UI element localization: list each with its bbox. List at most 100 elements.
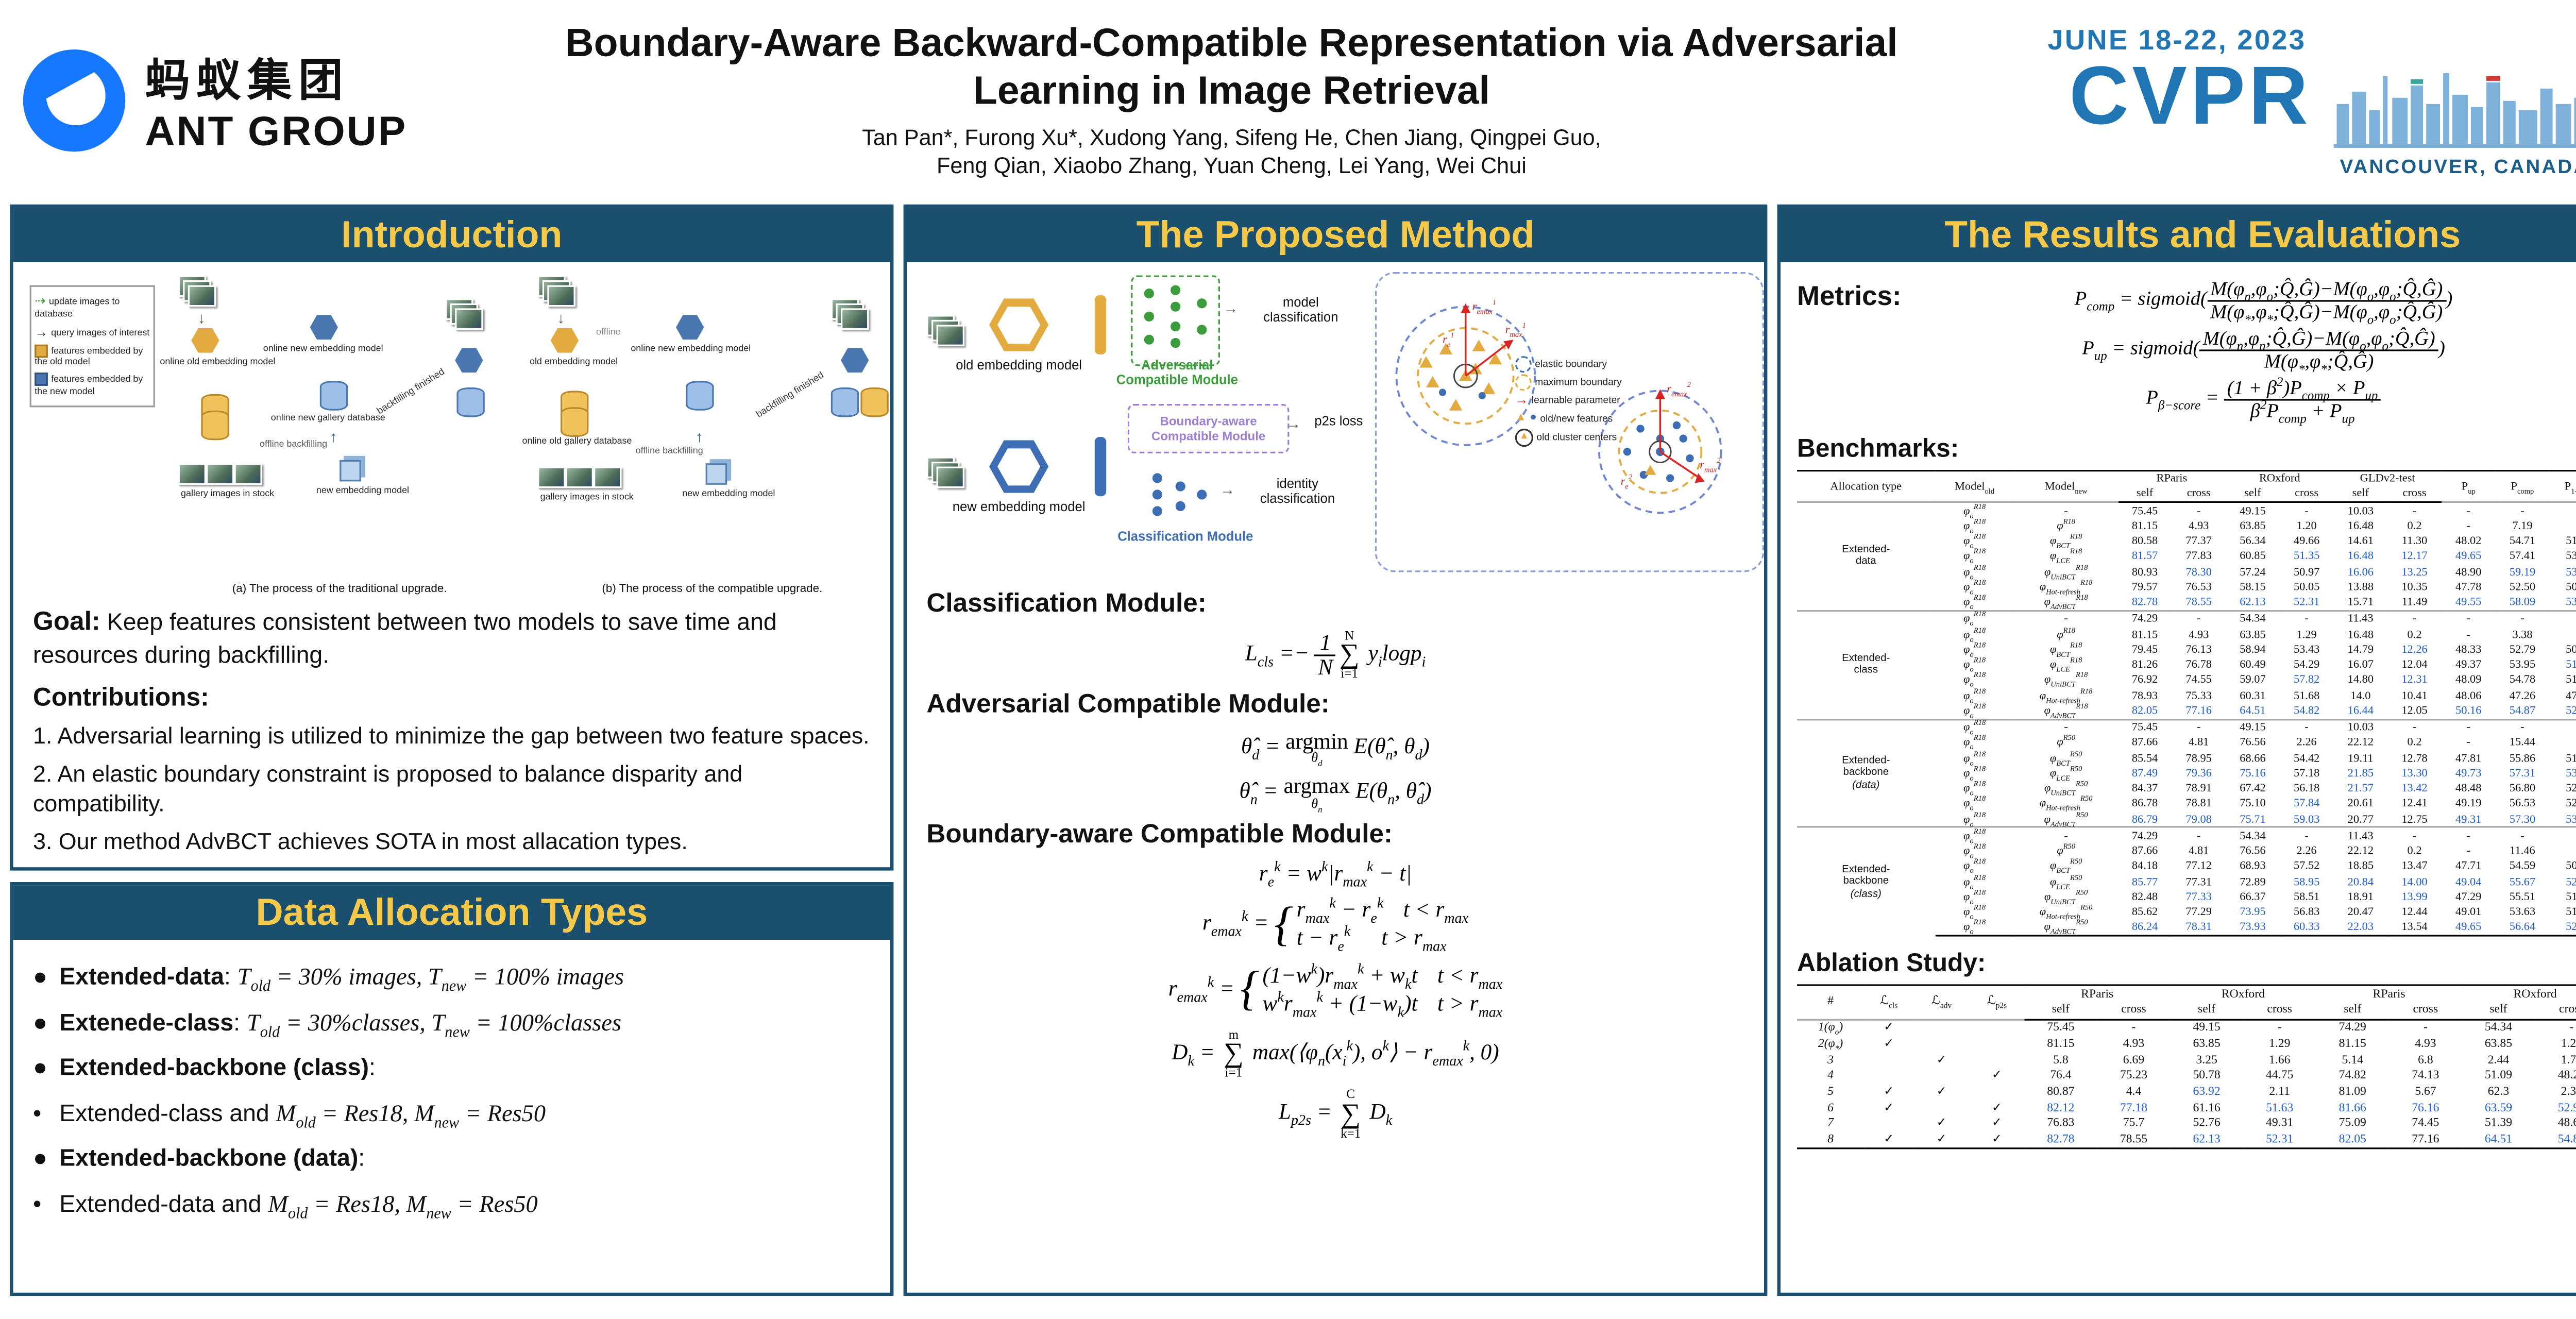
value-cell: 47.71: [2455, 859, 2482, 873]
value-cell: 73.93: [2226, 920, 2280, 937]
adversarial-module-label: Adversarial Compatible Module: [1116, 358, 1238, 388]
value-cell: 74.29: [2117, 610, 2172, 627]
value-cell: 62.13: [2240, 595, 2266, 608]
value-cell: 51.06: [2566, 890, 2576, 903]
poster-title: Boundary-Aware Backward-Compatible Repre…: [518, 20, 1945, 116]
value-cell: 77.83: [2185, 549, 2212, 563]
col-header: #: [1797, 984, 1865, 1019]
value-cell: 51.17: [2566, 673, 2576, 687]
after-images: [445, 298, 485, 331]
value-cell: 12.75: [2401, 812, 2428, 825]
value-cell: 51.09: [2484, 1067, 2513, 1082]
value-cell: 12.05: [2401, 703, 2428, 717]
model-old-cell: φoR18: [1963, 686, 1986, 704]
value-cell: 74.82: [2338, 1067, 2366, 1082]
model-new-cell: φAdvBCTR18: [2044, 701, 2088, 719]
loss-check-cell: ✓: [1936, 1083, 1947, 1098]
value-cell: 13.88: [2347, 580, 2374, 594]
value-cell: 84.37: [2131, 782, 2158, 795]
value-cell: -: [2389, 1018, 2462, 1036]
col-header: P1-score: [2549, 469, 2576, 502]
value-cell: 58.15: [2240, 580, 2266, 594]
value-cell: 10.35: [2401, 580, 2428, 594]
value-cell: 86.78: [2131, 797, 2158, 810]
new-feature-bar: [1094, 437, 1107, 497]
value-cell: 5.14: [2342, 1051, 2363, 1066]
loss-check-cell: ✓: [1992, 1067, 2002, 1082]
model-old-cell: φoR18: [1963, 809, 1986, 828]
col-header: self: [2462, 1001, 2535, 1020]
value-cell: 22.12: [2347, 844, 2374, 858]
r-label: rmax1: [1505, 320, 1526, 339]
column-method: The Proposed Method old embedding model: [903, 204, 1768, 1296]
value-cell: -: [2549, 627, 2576, 642]
after-db-icon: [860, 387, 889, 417]
value-cell: 75.23: [2120, 1067, 2148, 1082]
value-cell: 73.95: [2240, 905, 2266, 919]
ablation-table: # ℒcls ℒadv ℒp2s RParis ROxford RParis R…: [1797, 984, 2576, 1150]
old-model-icon: [550, 328, 579, 353]
arrow-icon: [696, 430, 703, 445]
value-cell: 78.30: [2185, 565, 2212, 578]
col-group-header: RParis: [2117, 469, 2226, 486]
ablation-row: 4✓76.475.2350.7844.7574.8274.1351.0948.2…: [1797, 1068, 2576, 1084]
value-cell: 57.82: [2293, 673, 2320, 687]
after-db-icon: [456, 387, 485, 417]
value-cell: 82.78: [2024, 1131, 2097, 1150]
value-cell: -: [2549, 843, 2576, 859]
col-group-header: ROxford: [2226, 469, 2334, 486]
value-cell: 12.17: [2401, 549, 2428, 563]
brand-name-en: ANT GROUP: [145, 109, 408, 155]
value-cell: 13.25: [2401, 565, 2428, 578]
value-cell: 57.24: [2240, 565, 2266, 578]
value-cell: 16.44: [2347, 703, 2374, 717]
allocation-item: ●Extenede-class: Told = 30%classes, Tnew…: [33, 1010, 622, 1041]
col-header: ℒcls: [1864, 984, 1914, 1019]
col-group-header: ROxford: [2462, 984, 2576, 1002]
model-new-cell: φUniBCTR50: [2044, 779, 2088, 798]
value-cell: -: [2172, 501, 2226, 518]
model-new-cell: φR50: [2057, 842, 2076, 858]
value-cell: 49.31: [2455, 812, 2482, 825]
value-cell: 54.29: [2293, 658, 2320, 671]
value-cell: 3.25: [2196, 1051, 2217, 1066]
value-cell: 78.55: [2185, 595, 2212, 608]
value-cell: -: [2172, 826, 2226, 843]
value-cell: 14.61: [2347, 534, 2374, 548]
value-cell: 4.81: [2189, 844, 2209, 858]
ablation-row: 1(φo)✓75.45-49.15-74.29-54.34-: [1797, 1018, 2576, 1038]
value-cell: 12.26: [2401, 642, 2428, 656]
value-cell: 60.85: [2240, 549, 2266, 563]
input-images: [926, 315, 966, 348]
poster-header: 蚂蚁集团 ANT GROUP Boundary-Aware Backward-C…: [0, 0, 2576, 201]
value-cell: 50.91: [2566, 859, 2576, 873]
formula: Dk = m∑i=1 max(⟨φn(xik), ok⟩ − remaxk, 0…: [1172, 1026, 1499, 1080]
value-cell: 54.34: [2226, 610, 2280, 627]
value-cell: 81.15: [2047, 1035, 2075, 1050]
value-cell: 74.55: [2185, 673, 2212, 687]
value-cell: 58.94: [2240, 642, 2266, 656]
value-cell: 20.61: [2347, 797, 2374, 810]
value-cell: 79.08: [2185, 812, 2212, 825]
value-cell: 52.83: [2549, 920, 2576, 937]
value-cell: -: [2466, 736, 2471, 749]
col-group-header: RParis: [2024, 984, 2171, 1002]
col-header: Pup: [2441, 469, 2496, 502]
diagram-label: new embedding model: [952, 499, 1086, 515]
value-cell: 62.13: [2170, 1131, 2243, 1150]
value-cell: 51.21: [2566, 905, 2576, 919]
benchmarks-rows: Extended-dataφoR18-75.45-49.15-10.03----…: [1797, 501, 2576, 937]
value-cell: 86.79: [2131, 812, 2158, 825]
value-cell: 54.59: [2509, 859, 2536, 873]
ablation-id-cell: 5: [1827, 1083, 1834, 1098]
value-cell: 52.60: [2566, 797, 2576, 810]
value-cell: 49.04: [2455, 874, 2482, 888]
title-block: Boundary-Aware Backward-Compatible Repre…: [518, 20, 1945, 181]
loss-check-cell: [1969, 1018, 2025, 1036]
value-cell: -: [2279, 826, 2334, 843]
old-gallery-db-icon: [201, 410, 229, 441]
